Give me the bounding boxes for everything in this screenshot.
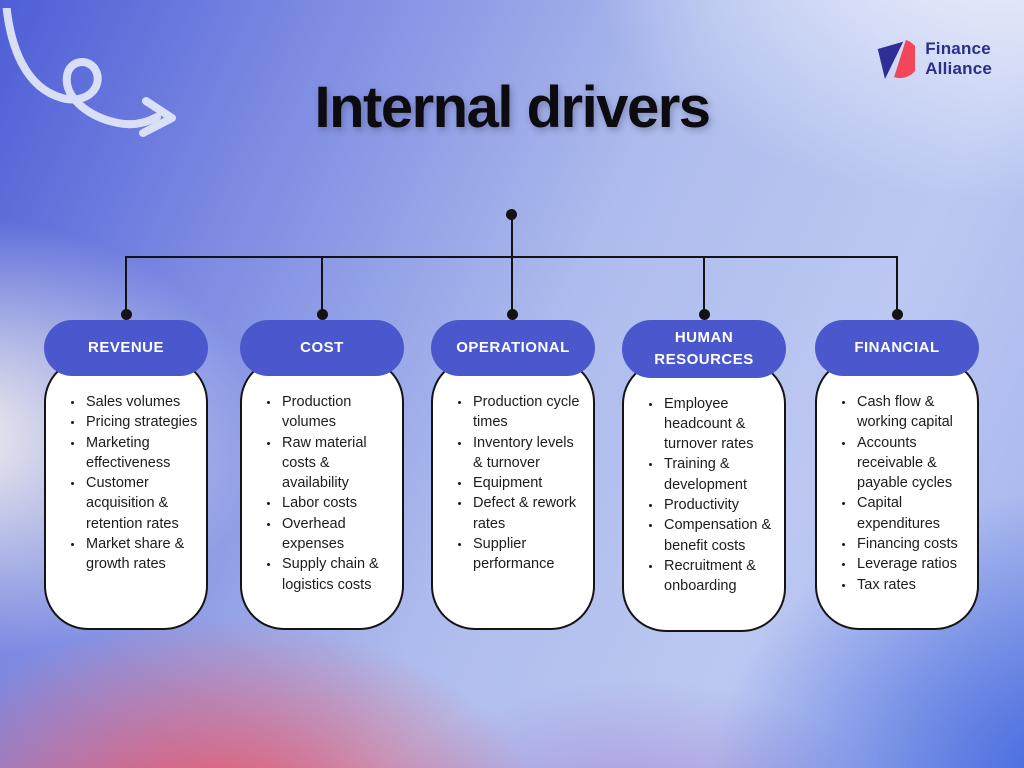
list-item: Training & development <box>662 454 776 495</box>
list-item: Production volumes <box>280 392 394 433</box>
list-item: Supplier performance <box>471 534 585 575</box>
finance-alliance-logo-icon <box>877 39 916 79</box>
list-item: Overhead expenses <box>280 514 394 555</box>
connector-drop-revenue <box>125 257 127 316</box>
column-revenue: REVENUE Sales volumes Pricing strategies… <box>44 320 208 630</box>
connector-dot-operational <box>507 309 518 320</box>
list-item: Marketing effectiveness <box>84 433 198 474</box>
connector-line-horizontal <box>125 256 898 258</box>
connector-drop-operational <box>511 257 513 316</box>
column-header-operational: OPERATIONAL <box>431 320 595 376</box>
revenue-list: Sales volumes Pricing strategies Marketi… <box>60 392 198 575</box>
column-card-revenue: Sales volumes Pricing strategies Marketi… <box>44 358 208 630</box>
list-item: Customer acquisition & retention rates <box>84 473 198 534</box>
connector-dot-revenue <box>121 309 132 320</box>
connector-drop-financial <box>896 257 898 316</box>
column-cost: COST Production volumes Raw material cos… <box>240 320 404 630</box>
column-financial: FINANCIAL Cash flow & working capital Ac… <box>815 320 979 630</box>
list-item: Equipment <box>471 473 585 493</box>
column-header-financial: FINANCIAL <box>815 320 979 376</box>
list-item: Employee headcount & turnover rates <box>662 394 776 455</box>
list-item: Market share & growth rates <box>84 534 198 575</box>
column-header-cost: COST <box>240 320 404 376</box>
list-item: Productivity <box>662 495 776 515</box>
column-card-human-resources: Employee headcount & turnover rates Trai… <box>622 359 786 632</box>
connector-dot-cost <box>317 309 328 320</box>
column-operational: OPERATIONAL Production cycle times Inven… <box>431 320 595 630</box>
list-item: Capital expenditures <box>855 493 969 534</box>
list-item: Pricing strategies <box>84 412 198 432</box>
list-item: Cash flow & working capital <box>855 392 969 433</box>
connector-drop-human-resources <box>703 257 705 316</box>
connector-dot-human-resources <box>699 309 710 320</box>
logo-text-line2: Alliance <box>925 59 992 78</box>
list-item: Accounts receivable & payable cycles <box>855 433 969 494</box>
operational-list: Production cycle times Inventory levels … <box>447 392 585 575</box>
curly-arrow-icon <box>2 8 176 137</box>
list-item: Compensation & benefit costs <box>662 515 776 556</box>
list-item: Sales volumes <box>84 392 198 412</box>
connector-line-root <box>511 214 513 258</box>
list-item: Raw material costs & availability <box>280 433 394 494</box>
financial-list: Cash flow & working capital Accounts rec… <box>831 392 969 595</box>
column-human-resources: HUMAN RESOURCES Employee headcount & tur… <box>622 320 786 632</box>
connector-dot-root <box>506 209 517 220</box>
list-item: Inventory levels & turnover <box>471 433 585 474</box>
human-resources-list: Employee headcount & turnover rates Trai… <box>638 394 776 597</box>
list-item: Leverage ratios <box>855 554 969 574</box>
column-card-operational: Production cycle times Inventory levels … <box>431 358 595 630</box>
list-item: Defect & rework rates <box>471 493 585 534</box>
finance-alliance-logo: Finance Alliance <box>875 38 992 80</box>
connector-drop-cost <box>321 257 323 316</box>
logo-text-line1: Finance <box>925 38 991 58</box>
list-item: Tax rates <box>855 575 969 595</box>
list-item: Supply chain & logistics costs <box>280 554 394 595</box>
column-header-revenue: REVENUE <box>44 320 208 376</box>
list-item: Financing costs <box>855 534 969 554</box>
column-header-human-resources: HUMAN RESOURCES <box>622 320 786 378</box>
cost-list: Production volumes Raw material costs & … <box>256 392 394 595</box>
list-item: Labor costs <box>280 493 394 513</box>
list-item: Production cycle times <box>471 392 585 433</box>
column-card-financial: Cash flow & working capital Accounts rec… <box>815 358 979 630</box>
connector-dot-financial <box>892 309 903 320</box>
column-card-cost: Production volumes Raw material costs & … <box>240 358 404 630</box>
page-title: Internal drivers <box>314 75 711 140</box>
list-item: Recruitment & onboarding <box>662 556 776 597</box>
